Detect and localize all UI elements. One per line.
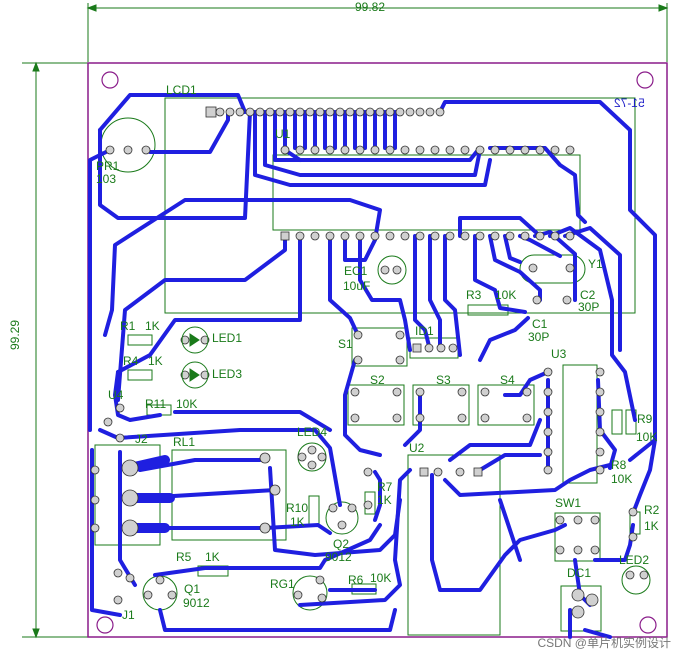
label-j2: J2	[135, 432, 148, 446]
label-r8: R8	[611, 458, 627, 472]
label-y1: Y1	[588, 257, 603, 271]
label-led4: LED4	[297, 425, 328, 439]
label-s4: S4	[500, 373, 515, 387]
label-rl1: RL1	[173, 435, 196, 449]
label-c2-value: 30P	[578, 300, 600, 314]
label-r8-value: 10K	[611, 472, 633, 486]
label-ec1: EC1	[344, 264, 368, 278]
label-r6-value: 10K	[370, 571, 392, 585]
copper-traces	[88, 93, 657, 639]
pads	[90, 106, 649, 619]
label-q2: Q2	[333, 537, 350, 551]
label-q1-value: 9012	[183, 596, 210, 610]
label-dc1: DC1	[567, 566, 592, 580]
label-c1: C1	[532, 317, 548, 331]
label-r11-value: 10K	[176, 397, 198, 411]
label-r5: R5	[176, 550, 192, 564]
label-j1: J1	[122, 608, 135, 622]
label-pr1-value: 103	[96, 172, 117, 186]
mount-hole	[96, 616, 114, 634]
label-r7: R7	[377, 480, 393, 494]
mount-hole	[639, 616, 657, 634]
label-s2: S2	[370, 373, 385, 387]
led-bodies	[181, 326, 209, 389]
label-r6: R6	[348, 573, 364, 587]
label-r9-value: 10K	[636, 430, 658, 444]
label-r5-value: 1K	[205, 550, 220, 564]
mount-hole	[636, 71, 654, 89]
label-q2-value: 9012	[325, 550, 352, 564]
label-r4-value: 1K	[148, 354, 163, 368]
label-r10-value: 1K	[290, 515, 305, 529]
watermark: CSDN @单片机实例设计	[537, 636, 671, 650]
label-r4: R4	[123, 354, 139, 368]
label-r7-value: 1K	[377, 493, 392, 507]
mount-hole	[101, 71, 119, 89]
label-r1: R1	[120, 319, 136, 333]
label-c1-value: 30P	[528, 330, 550, 344]
label-r11: R11	[145, 397, 167, 411]
label-r3-value: 10K	[495, 288, 517, 302]
label-pr1: PR1	[96, 159, 120, 173]
label-r9: R9	[637, 412, 653, 426]
label-led3: LED3	[212, 367, 243, 381]
width-dimension-label: 99.82	[355, 0, 386, 14]
label-u2: U2	[409, 441, 425, 455]
label-rg1: RG1	[270, 577, 295, 591]
label-lcd1: LCD1	[166, 83, 197, 97]
label-led1: LED1	[212, 331, 243, 345]
label-u3: U3	[551, 347, 567, 361]
label-u1: U1	[275, 127, 291, 141]
dimension-lines	[22, 3, 669, 639]
label-r2: R2	[644, 503, 660, 517]
label-r3: R3	[466, 288, 482, 302]
label-r10: R10	[286, 501, 309, 515]
label-s3: S3	[436, 373, 451, 387]
label-led2: LED2	[619, 553, 650, 567]
label-q1: Q1	[184, 582, 201, 596]
label-c2: C2	[580, 288, 596, 302]
height-dimension-label: 99.29	[8, 319, 22, 350]
label-r1-value: 1K	[145, 319, 160, 333]
label-s1: S1	[338, 337, 353, 351]
label-ec1-value: 10uF	[343, 279, 371, 293]
mirrored-board-text: 51-72	[614, 96, 645, 110]
label-r2-value: 1K	[644, 519, 659, 533]
label-u4: U4	[108, 388, 124, 402]
label-sw1: SW1	[555, 496, 582, 510]
label-id1: ID1	[415, 324, 434, 338]
